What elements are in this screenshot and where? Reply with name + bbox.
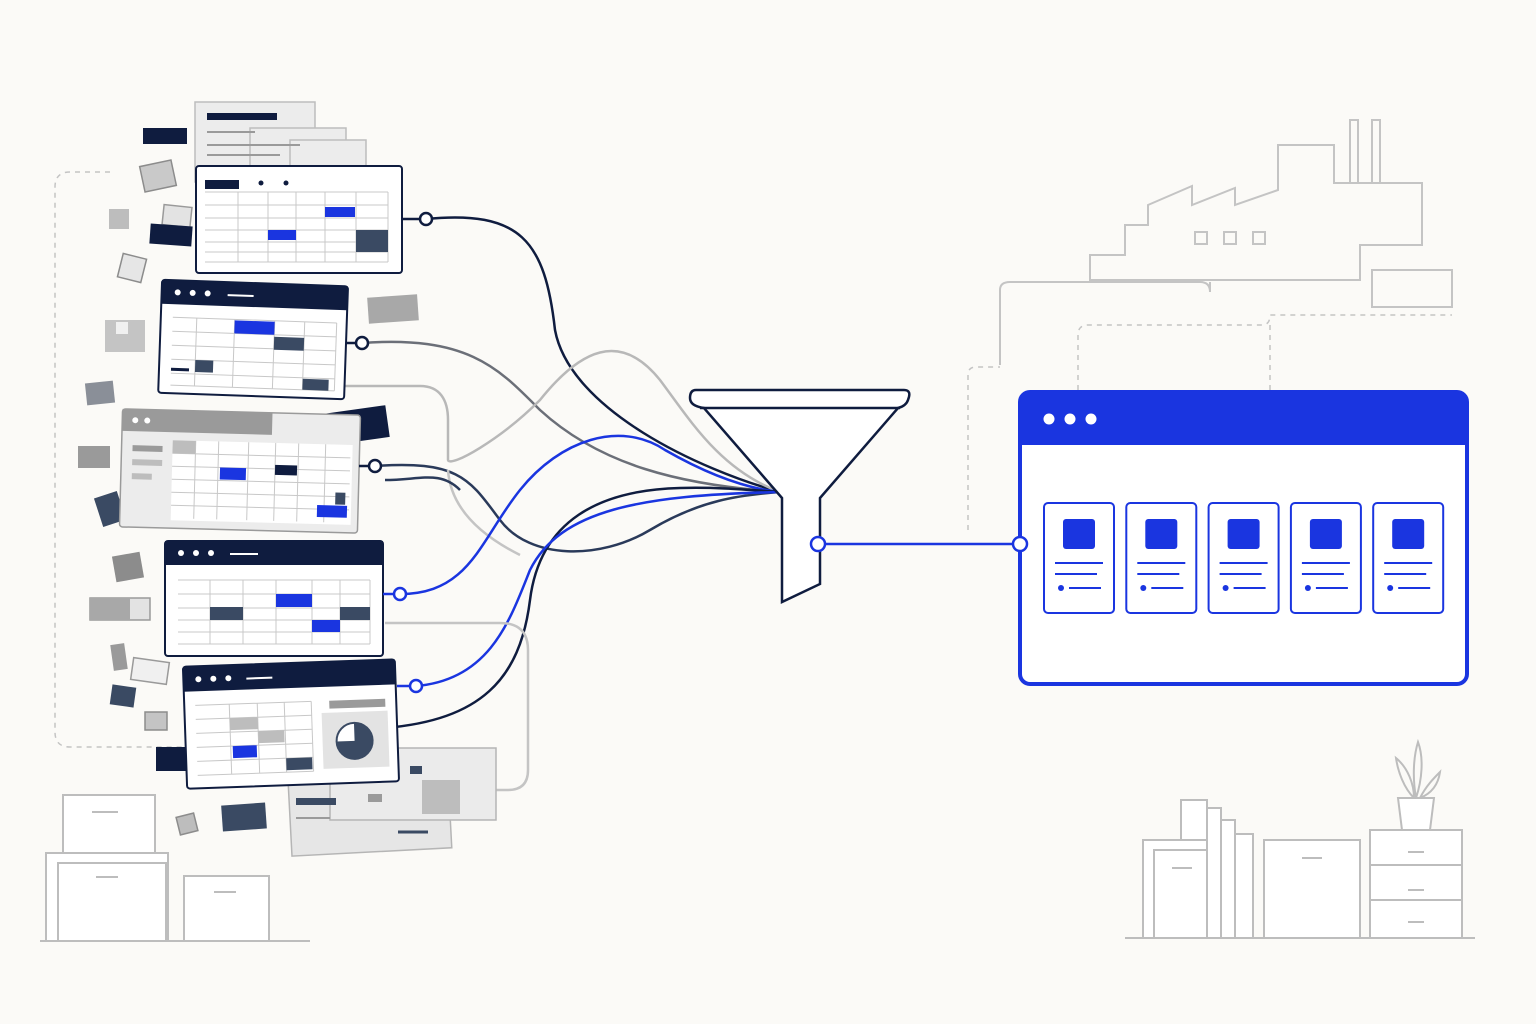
spreadsheet-window-icon[interactable] (195, 165, 403, 274)
window-control-dot (1064, 413, 1076, 425)
connector-sheet-4b (384, 486, 781, 730)
connector-sheet-1 (425, 216, 781, 494)
connector-ports (346, 211, 434, 694)
pie-chart-icon (321, 698, 390, 769)
funnel-output-port (809, 535, 827, 553)
dashboard-window-icon[interactable] (1018, 390, 1469, 686)
dashboard-card[interactable] (1289, 502, 1362, 614)
window-control-dot (1043, 413, 1055, 425)
dashboard-card[interactable] (1125, 502, 1198, 614)
connector-sheet-2 (361, 340, 781, 494)
spreadsheet-window-icon[interactable] (118, 408, 362, 534)
dashboard-card[interactable] (1372, 502, 1445, 614)
connector-sheet-5 (415, 490, 781, 688)
connector-sheet-5c (384, 476, 461, 491)
factory-icon (999, 119, 1453, 365)
connector-sheet-2b (345, 349, 781, 494)
dashboard-input-port (1011, 535, 1029, 553)
storage-box-icon (40, 794, 310, 942)
connector-sheet-4 (399, 434, 781, 596)
card-image-icon (1145, 519, 1178, 549)
paper-scraps (78, 128, 419, 836)
spreadsheet-window-icon[interactable] (164, 540, 384, 657)
dashboard-cards (1043, 502, 1445, 614)
plant-pot-icon (1394, 738, 1442, 831)
connectors (345, 216, 781, 792)
card-bullet-icon (1387, 585, 1394, 591)
funnel-icon (688, 388, 911, 604)
spreadsheet-window-icon[interactable] (157, 278, 349, 401)
connector-sheet-3b (446, 469, 521, 557)
card-bullet-icon (1058, 585, 1064, 591)
spreadsheet-window-icon[interactable] (182, 658, 400, 790)
dashboard-card[interactable] (1207, 502, 1280, 614)
factory-dashed-links (967, 314, 1452, 530)
card-bullet-icon (1222, 585, 1229, 591)
card-bullet-icon (1140, 585, 1147, 591)
card-bullet-icon (1304, 585, 1311, 591)
card-image-icon (1227, 519, 1260, 549)
connector-sheet-3 (374, 463, 781, 553)
connector-sheet-5b (385, 621, 530, 792)
card-image-icon (1392, 519, 1425, 549)
dashboard-card[interactable] (1043, 502, 1115, 614)
window-control-dot (1085, 413, 1097, 425)
card-image-icon (1063, 519, 1095, 549)
filing-cabinet-icon (1125, 799, 1475, 939)
card-image-icon (1309, 519, 1342, 549)
